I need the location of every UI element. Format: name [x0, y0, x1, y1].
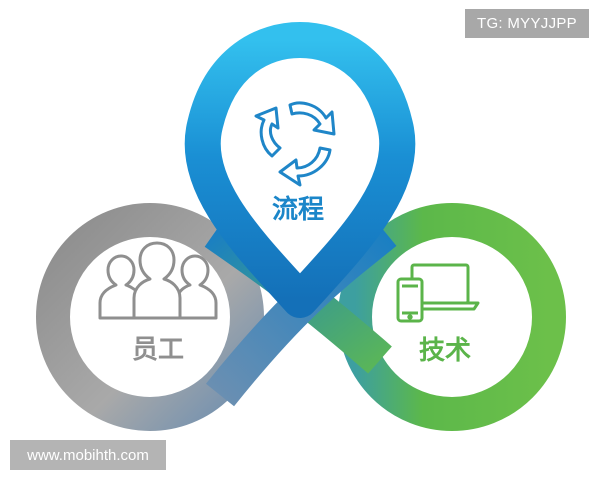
cycle-arrows-icon: [254, 101, 336, 187]
watermark-top: TG: MYYJJPP: [465, 9, 589, 38]
technology-label: 技术: [418, 336, 471, 366]
staff-label: 员工: [131, 335, 184, 365]
process-loop: [184, 22, 416, 318]
devices-icon: [396, 263, 480, 323]
people-group-icon: [98, 241, 218, 320]
watermark-bottom: www.mobihth.com: [10, 440, 166, 470]
process-label: 流程: [271, 195, 324, 225]
